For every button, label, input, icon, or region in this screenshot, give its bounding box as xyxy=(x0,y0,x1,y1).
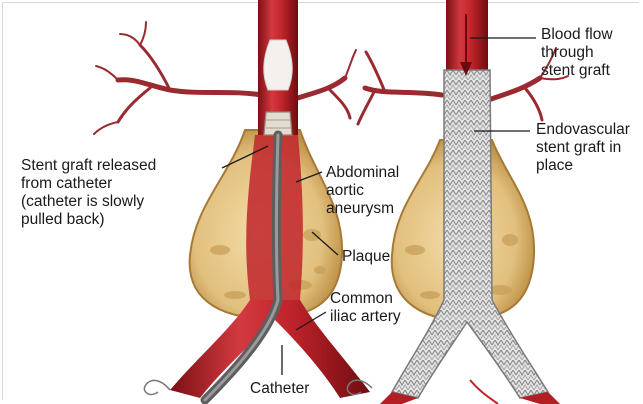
label-stent-released: Stent graft released from catheter (cath… xyxy=(21,157,156,229)
label-plaque: Plaque xyxy=(342,248,390,266)
renal-branches-left xyxy=(94,22,356,134)
label-endovascular: Endovascular stent graft in place xyxy=(536,121,630,175)
contrast-region xyxy=(264,40,293,90)
guidewire-clamp-left xyxy=(144,380,170,394)
label-blood-flow: Blood flow through stent graft xyxy=(541,26,613,80)
label-aneurysm: Abdominal aortic aneurysm xyxy=(326,164,399,218)
label-catheter: Catheter xyxy=(250,380,309,398)
label-iliac: Common iliac artery xyxy=(330,290,401,326)
